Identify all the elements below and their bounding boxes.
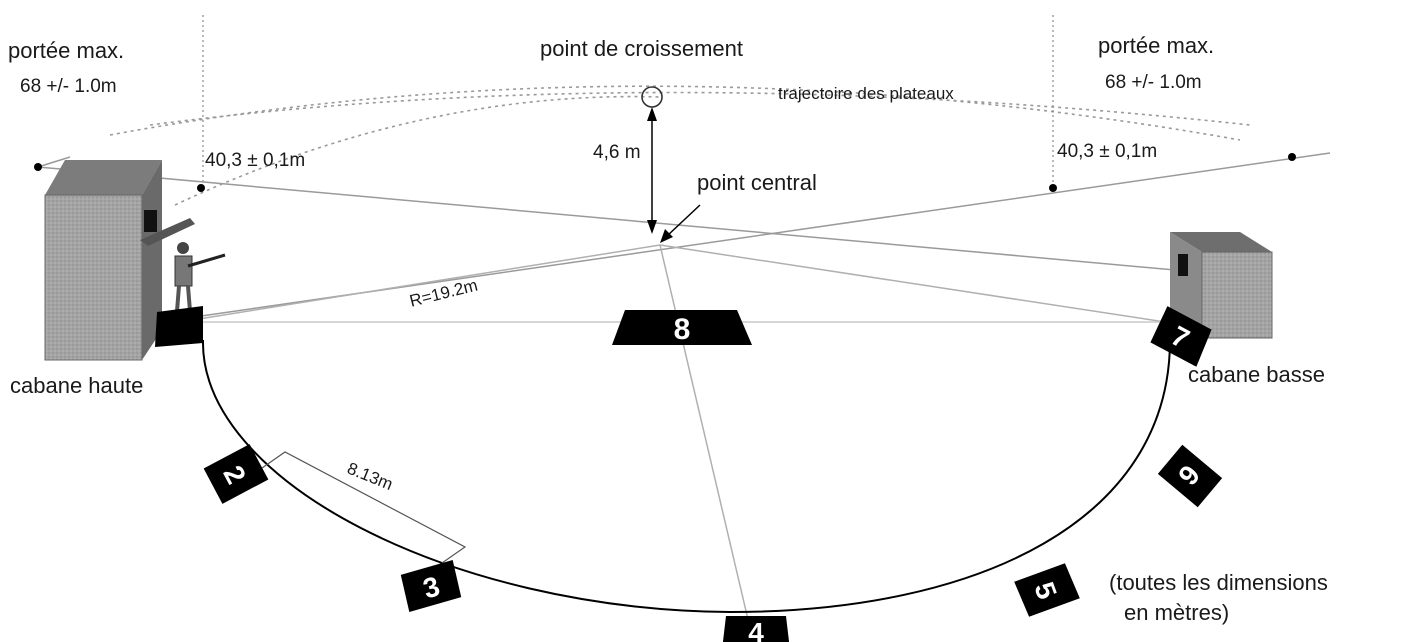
line-center-to-station7 [659,244,1166,323]
distance-right-label: 40,3 ± 0,1m [1057,141,1158,162]
marker-dot-far-left [34,163,42,171]
height-arrow-head-down [647,220,657,234]
trajectory-high-house [174,95,661,206]
high-house [44,160,195,361]
marker-dot-right [1049,184,1057,192]
low-house-label: cabane basse [1188,362,1325,387]
station-8-label: 8 [674,313,691,346]
crossing-point-marker [641,86,663,108]
center-pointer-head [660,229,673,243]
marker-dot-left [197,184,205,192]
semicircle-path [201,339,1171,614]
sight-line-left-tail [37,156,71,168]
station-4-label: 4 [748,617,764,642]
units-note-line1: (toutes les dimensions [1109,570,1328,595]
crossing-point-label: point de croissement [540,36,743,61]
height-label: 4,6 m [593,142,641,163]
center-point-label: point central [697,170,817,195]
range-left-title: portée max. [8,38,125,63]
sight-line-left-to-low-house [37,166,1176,271]
station-2: 2 [203,444,269,504]
center-pointer-line [666,204,701,237]
trajectory-label: trajectoire des plateaux [778,84,954,103]
chord-dimension-bracket [261,451,467,564]
station-4: 4 [722,616,790,642]
trajectory-arc-lower [149,91,1251,126]
station-8: 8 [612,310,752,346]
line-center-to-station4 [659,244,751,629]
station-3: 3 [400,560,462,612]
station-5: 5 [1014,563,1080,617]
low-house [1170,232,1273,339]
line-center-to-station1 [179,244,661,323]
range-right-value: 68 +/- 1.0m [1105,72,1202,93]
station-1-pad [155,306,203,347]
trajectory-arc-upper [109,85,1241,141]
station-7: 7 [1150,306,1212,367]
marker-dot-far-right [1288,153,1296,161]
distance-left-label: 40,3 ± 0,1m [205,150,306,171]
height-arrow-head-up [647,107,657,121]
units-note-line2: en mètres) [1124,600,1230,625]
high-house-label: cabane haute [10,373,144,398]
station-6: 6 [1157,444,1223,508]
range-right-title: portée max. [1098,33,1215,58]
range-left-value: 68 +/- 1.0m [20,76,117,97]
